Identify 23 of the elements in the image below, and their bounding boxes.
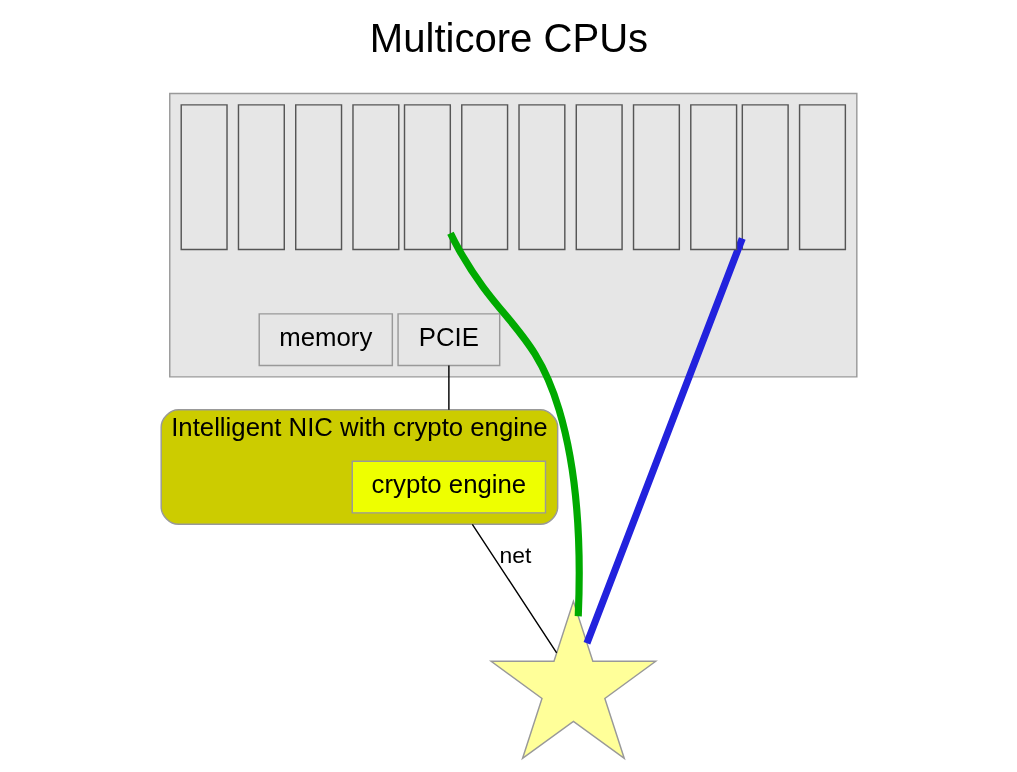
node-box: crypto engine (351, 460, 546, 514)
node-box (689, 104, 737, 251)
connector (471, 523, 557, 654)
node-box: memory (258, 313, 393, 367)
cluster (168, 92, 858, 378)
connector (583, 237, 746, 645)
node-box (351, 104, 399, 251)
node-box (517, 104, 566, 251)
connector (447, 364, 450, 411)
node-box (741, 104, 789, 251)
node-box (294, 104, 342, 251)
diagram-title: Multicore CPUs (369, 15, 648, 60)
node-box (403, 104, 451, 251)
node-box: PCIE (396, 313, 500, 367)
node-star (488, 599, 658, 761)
node-box (460, 104, 508, 251)
edge-label: net (499, 541, 531, 568)
node-box (798, 104, 846, 251)
node-box (632, 104, 680, 251)
node-box (575, 104, 623, 251)
node-box (180, 104, 228, 251)
node-box (237, 104, 285, 251)
connector (446, 231, 583, 617)
